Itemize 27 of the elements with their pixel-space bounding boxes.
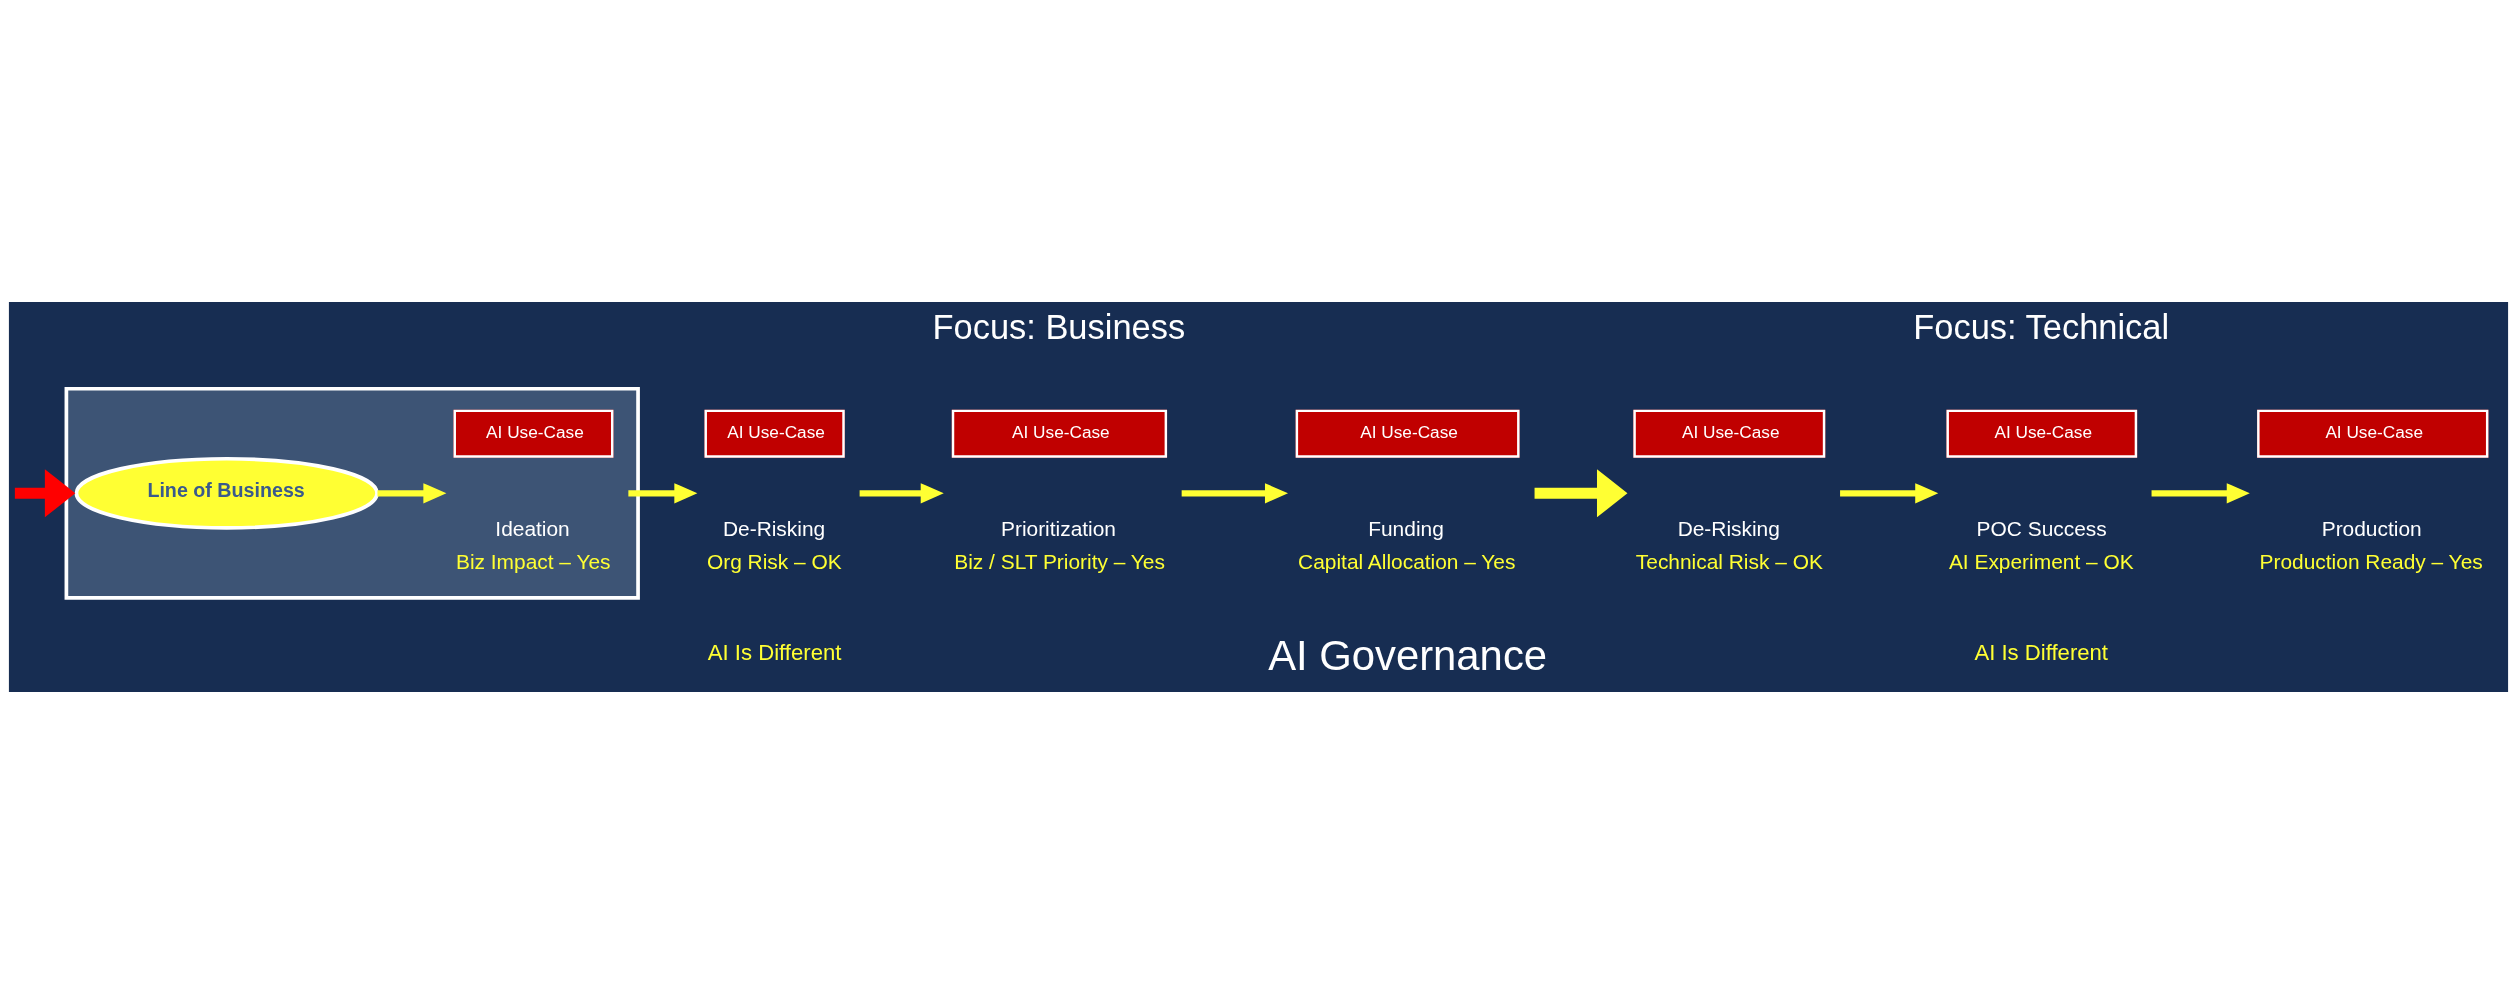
arrow [1534, 468, 1628, 517]
node-label: POC Success [1976, 516, 2107, 540]
node-label: Production [2321, 516, 2422, 540]
node-label: Technical Risk – OK [1635, 549, 1823, 573]
node-label: De-Risking [722, 516, 826, 540]
arrow [2151, 482, 2250, 503]
node-label: Biz Impact – Yes [455, 549, 611, 573]
node-label: Funding [1368, 516, 1444, 540]
node-label: Production Ready – Yes [2259, 549, 2483, 573]
node-label: AI Experiment – OK [1948, 549, 2134, 573]
node-label: Capital Allocation – Yes [1298, 549, 1516, 573]
node-ellipse: Line of Business [74, 456, 379, 530]
arrow [1181, 482, 1288, 503]
label: AI Is Different [1974, 639, 2109, 665]
node-label: De-Risking [1677, 516, 1780, 540]
arrow [628, 482, 698, 503]
label: Focus: Technical [1913, 307, 2170, 346]
label: AI Governance [1268, 631, 1548, 679]
label: AI Is Different [707, 639, 842, 665]
node-label: Biz / SLT Priority – Yes [954, 549, 1165, 573]
arrow [859, 482, 944, 503]
arrow [377, 482, 447, 503]
node-label: Org Risk – OK [706, 549, 842, 573]
node-label: Ideation [495, 516, 570, 540]
label: Focus: Business [932, 307, 1186, 346]
cluster [64, 386, 640, 600]
node-label: Prioritization [1000, 516, 1117, 540]
